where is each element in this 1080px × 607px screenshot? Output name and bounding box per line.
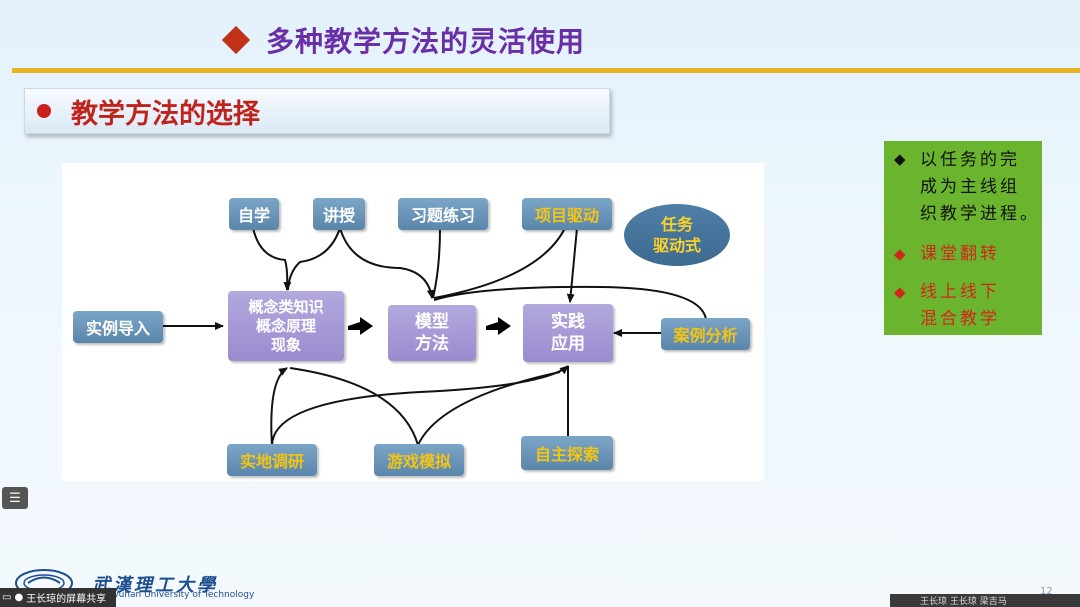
note-flipped-classroom: 课堂翻转 bbox=[920, 244, 1000, 264]
list-icon: ☰ bbox=[9, 490, 21, 506]
connector-line bbox=[433, 227, 566, 299]
list-menu-button[interactable]: ☰ bbox=[2, 487, 28, 509]
teaching-notes-box: ◆ 以任务的完 成为主线组 织教学进程。 ◆ 课堂翻转 ◆ 线上线下 混合教学 bbox=[884, 141, 1042, 335]
connector-line bbox=[417, 371, 561, 446]
title-divider bbox=[12, 68, 1080, 73]
screen-share-indicator[interactable]: ▭ ● 王长琼的屏幕共享 bbox=[0, 588, 116, 607]
screen-share-label: 王长琼的屏幕共享 bbox=[26, 594, 107, 605]
note-blended-learning: 线上线下 混合教学 bbox=[920, 282, 1000, 329]
node-practice-application: 实践 应用 bbox=[523, 304, 613, 362]
block-arrow-icon bbox=[486, 326, 498, 330]
section-header: 教学方法的选择 bbox=[24, 88, 610, 134]
connector-arrow bbox=[252, 227, 292, 291]
diamond-bullet-icon: ◆ bbox=[894, 283, 906, 301]
connector-arrow bbox=[339, 227, 435, 299]
connector-arrow bbox=[271, 365, 569, 447]
slide-title: 多种教学方法的灵活使用 bbox=[220, 18, 585, 62]
block-arrow-icon bbox=[486, 317, 511, 335]
note-task-mainline: 以任务的完 成为主线组 织教学进程。 bbox=[920, 150, 1040, 224]
node-task-driven-oval: 任务 驱动式 bbox=[624, 204, 730, 266]
connector-line bbox=[289, 367, 419, 446]
participant-label: 王长琼 王长琼 梁吉马 bbox=[920, 597, 1007, 607]
diamond-bullet-icon: ◆ bbox=[894, 150, 906, 168]
node-self-exploration: 自主探索 bbox=[521, 436, 613, 470]
university-name-en: Wuhan University of Technology bbox=[110, 590, 255, 600]
university-name-cn: 武漢理工大學 bbox=[92, 575, 218, 596]
node-concept-knowledge: 概念类知识 概念原理 现象 bbox=[228, 291, 344, 361]
slide-title-text: 多种教学方法的灵活使用 bbox=[266, 25, 586, 58]
screen-icon: ▭ bbox=[2, 592, 12, 603]
block-arrow-icon bbox=[348, 326, 360, 330]
page-number: 12 bbox=[1040, 586, 1053, 597]
diamond-bullet-icon: ◆ bbox=[894, 245, 906, 263]
node-project-driven: 项目驱动 bbox=[522, 198, 612, 230]
node-game-simulation: 游戏模拟 bbox=[374, 444, 464, 476]
connector-line bbox=[287, 227, 341, 291]
connector-arrow bbox=[566, 227, 578, 303]
section-title: 教学方法的选择 bbox=[71, 98, 260, 130]
dot-bullet-icon bbox=[37, 104, 51, 118]
microphone-icon: ● bbox=[14, 592, 24, 603]
node-example-intro: 实例导入 bbox=[73, 311, 163, 343]
node-lecture: 讲授 bbox=[313, 198, 365, 230]
node-self-study: 自学 bbox=[229, 198, 279, 230]
connector-line bbox=[433, 285, 707, 320]
connector-arrow bbox=[270, 367, 288, 447]
node-exercise: 习题练习 bbox=[398, 198, 488, 230]
connector-line bbox=[432, 227, 441, 299]
node-field-research: 实地调研 bbox=[227, 444, 317, 476]
participant-video-strip[interactable]: 王长琼 王长琼 梁吉马 bbox=[890, 594, 1080, 607]
node-model-method: 模型 方法 bbox=[388, 305, 476, 361]
block-arrow-icon bbox=[348, 317, 373, 335]
node-case-analysis: 案例分析 bbox=[661, 318, 750, 350]
